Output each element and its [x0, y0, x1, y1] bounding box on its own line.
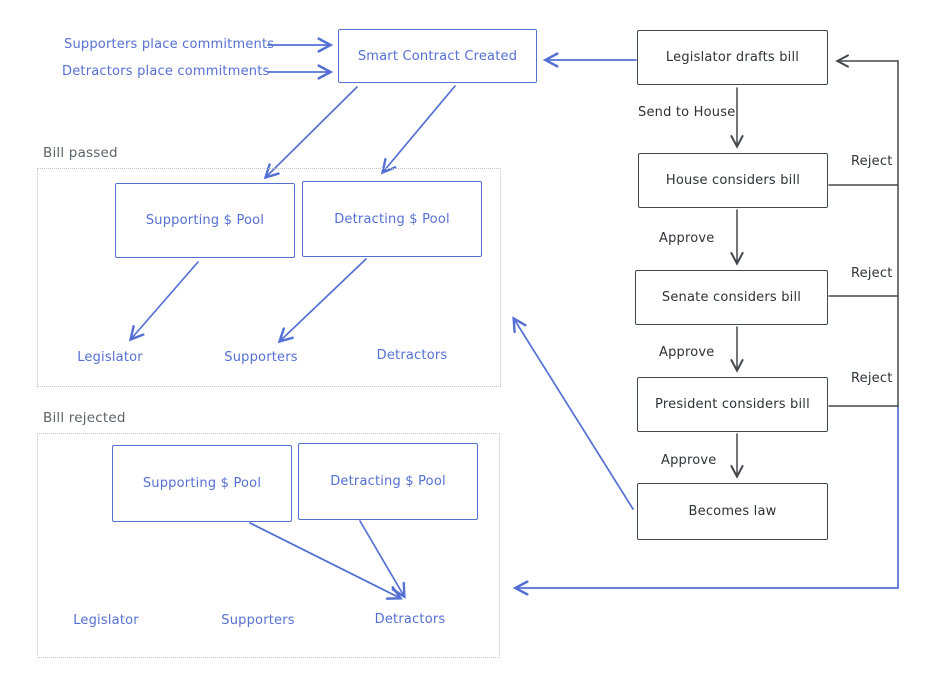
detracting-pool-node-passed: Detracting $ Pool	[302, 181, 482, 257]
smart-contract-node: Smart Contract Created	[338, 29, 537, 83]
house-considers-bill-node: House considers bill	[638, 153, 828, 208]
reject-label-house: Reject	[851, 154, 893, 169]
reject-label-senate: Reject	[851, 266, 893, 281]
detractors-label-rejected: Detractors	[374, 612, 446, 627]
supporting-pool-node-rejected: Supporting $ Pool	[112, 445, 292, 522]
becomes-law-node: Becomes law	[637, 483, 828, 540]
supporting-pool-node-passed: Supporting $ Pool	[115, 183, 295, 258]
approve-label-house: Approve	[659, 231, 715, 246]
supporters-label-passed: Supporters	[224, 350, 298, 365]
arrow-detracting-pool-to-supporters	[277, 258, 367, 344]
arrow-supporting-pool-to-detractors	[249, 522, 403, 600]
arrow-detracting-pool-to-detractors	[359, 520, 406, 599]
bill-passed-title: Bill passed	[43, 145, 118, 161]
legislator-label-rejected: Legislator	[73, 613, 139, 628]
arrow-contract-to-supporting-pool-passed	[263, 86, 358, 180]
legislator-drafts-bill-node: Legislator drafts bill	[637, 30, 828, 85]
approve-label-senate: Approve	[659, 345, 715, 360]
president-considers-bill-node: President considers bill	[637, 377, 828, 432]
bill-rejected-title: Bill rejected	[43, 410, 126, 426]
arrow-reject-to-bill-rejected	[512, 405, 899, 596]
reject-label-president: Reject	[851, 371, 893, 386]
detracting-pool-node-rejected: Detracting $ Pool	[298, 443, 478, 520]
send-to-house-label: Send to House	[638, 105, 736, 120]
bill-passed-group	[37, 168, 501, 387]
arrow-contract-to-detracting-pool-passed	[380, 85, 456, 175]
detractors-label-passed: Detractors	[376, 348, 448, 363]
arrow-supporting-pool-to-legislator	[128, 261, 199, 342]
supporters-commitments-label: Supporters place commitments	[64, 37, 275, 52]
approve-label-president: Approve	[661, 453, 717, 468]
reject-feedback-to-legislator	[835, 54, 899, 407]
supporters-label-rejected: Supporters	[221, 613, 295, 628]
bill-rejected-group	[37, 433, 500, 658]
detractors-commitments-label: Detractors place commitments	[62, 64, 270, 79]
arrow-becomes-law-to-bill-passed	[512, 316, 634, 510]
senate-considers-bill-node: Senate considers bill	[635, 270, 828, 325]
legislator-label-passed: Legislator	[77, 350, 143, 365]
